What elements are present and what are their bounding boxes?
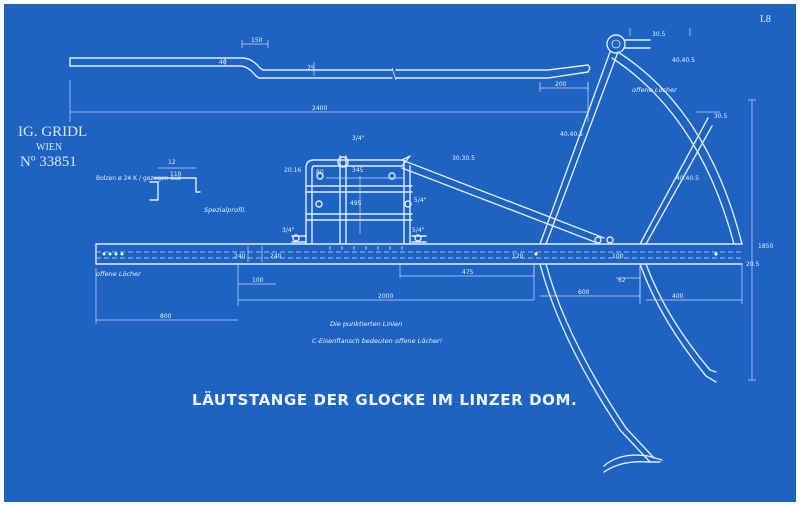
main-beam (95, 243, 743, 265)
side-dim-1: 240 (234, 253, 246, 260)
yoke-bracket (291, 155, 427, 245)
main-length-dim: 2000 (378, 293, 393, 300)
inner-dim-1: 80 (316, 169, 324, 176)
top-bar-end-dim: 200 (555, 81, 567, 88)
right-span-b-dim: 400 (672, 293, 684, 300)
swing-frame (533, 28, 756, 473)
top-bar-h2-dim: 75 (307, 65, 315, 72)
bolt-top-dim: 3/4" (352, 135, 365, 142)
maker-stamp-line1: IG. GRIDL (18, 124, 87, 140)
top-bar-h1-dim: 40 (219, 59, 227, 66)
frame-angle-dim-1: 40.40.5 (672, 57, 695, 64)
top-bar-step-dim: 150 (251, 37, 263, 44)
note-line-2: C-Eisenflansch bedeuten offene Löcher! (312, 337, 443, 345)
drawing-title: LÄUTSTANGE DER GLOCKE IM LINZER DOM. (192, 390, 577, 409)
left-span-dim: 800 (160, 313, 172, 320)
top-flat-bar (69, 40, 591, 122)
center-span-dim: 475 (462, 269, 474, 276)
bolt-dim-2: 5/4" (414, 197, 427, 204)
side-dim-2: 240 (270, 253, 282, 260)
profile-label: Spezialprofil. (204, 206, 246, 214)
note-line-1: Die punktierten Linien (330, 320, 402, 328)
small-note: Bolzen ø 24 K / gezogen aus (96, 175, 181, 182)
bracket-height-dim: 495 (350, 200, 362, 207)
frame-angle-dim-3: 40.40.5 (676, 175, 699, 182)
bolt-dim-3: 5/4" (412, 227, 425, 234)
profile-thickness-dim: 12 (168, 159, 176, 166)
frame-top-dim-2: 30.5 (714, 113, 728, 120)
special-profile-detail (149, 167, 201, 201)
small-dim-1: 20.16 (284, 167, 301, 174)
cyanotype-paper (4, 4, 796, 502)
right-span-a-dim: 600 (578, 289, 590, 296)
profile-width-dim: 110 (170, 171, 182, 178)
corner-mark: I.8 (760, 14, 771, 25)
frame-height-dim: 1850 (758, 243, 773, 250)
diagonal-strut (401, 159, 614, 245)
maker-stamp-line3: Nº 33851 (20, 154, 77, 170)
frame-top-dim: 30.5 (652, 31, 666, 38)
open-holes-label: offene Löcher (96, 270, 142, 278)
side-dim-4: 100 (612, 253, 624, 260)
bracket-width-dim: 345 (352, 167, 364, 174)
side-dim-3: 120 (512, 253, 524, 260)
strut-profile-dim: 30.30.5 (452, 155, 475, 162)
bolt-dim-1: 3/4" (282, 227, 295, 234)
beam-dimension-lines (95, 246, 535, 324)
gap-dim: 100 (252, 277, 264, 284)
frame-angle-dim-2: 40.40.5 (560, 131, 583, 138)
open-holes-right-label: offene Löcher (632, 86, 678, 94)
frame-end-dim: 20.5 (746, 261, 760, 268)
frame-small-dim: 62 (618, 277, 626, 284)
maker-stamp-line2: WIEN (36, 142, 62, 153)
top-bar-length-dim: 2400 (312, 105, 327, 112)
